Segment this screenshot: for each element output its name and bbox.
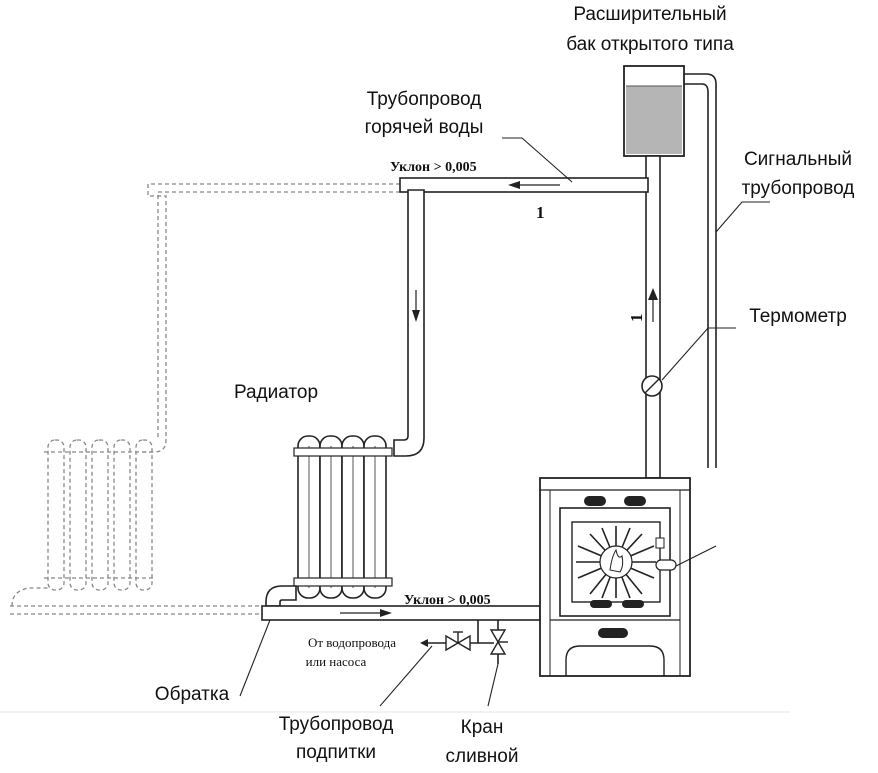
signal-pipe	[684, 73, 717, 468]
boiler	[539, 477, 691, 677]
makeup-pipe-label-1: Трубопровод	[279, 714, 394, 735]
phantom-radiator	[44, 439, 156, 591]
radiator-label: Радиатор	[234, 382, 318, 403]
signal-pipe-label-1: Сигнальный	[744, 149, 852, 170]
hot-pipe-label-1: Трубопровод	[367, 89, 482, 110]
expansion-tank-label-2: бак открытого типа	[566, 34, 734, 55]
radiator-supply-pipe	[393, 189, 425, 457]
flame-icon	[599, 545, 633, 579]
slope-top-label: Уклон > 0,005	[390, 160, 477, 175]
drain-valve-label-1: Кран	[461, 717, 504, 738]
drain-valve-icon	[489, 620, 508, 664]
fire-door	[571, 521, 661, 603]
thermometer-icon	[641, 375, 663, 397]
hot-pipe-label-2: горячей воды	[365, 117, 484, 138]
thermometer-label: Термометр	[749, 306, 847, 327]
flow-number-riser: 1	[627, 314, 646, 323]
leader-lines	[239, 137, 770, 707]
flow-number-top: 1	[536, 203, 545, 222]
main-riser	[645, 155, 661, 479]
signal-pipe-label-2: трубопровод	[742, 178, 855, 199]
return-pipe-label: Обратка	[155, 684, 230, 705]
slope-bottom-label: Уклон > 0,005	[404, 593, 491, 608]
water-source-label-2: или насоса	[306, 654, 367, 669]
makeup-valve-icon	[445, 631, 471, 652]
radiator	[293, 435, 393, 599]
expansion-tank	[623, 65, 685, 157]
phantom-radiator-circuit	[10, 183, 400, 615]
expansion-tank-label-1: Расширительный	[573, 4, 726, 25]
makeup-pipe-label-2: подпитки	[296, 742, 376, 763]
drain-valve-label-2: сливной	[446, 746, 519, 767]
water-source-label-1: От водопровода	[308, 635, 396, 650]
hot-water-pipe	[399, 177, 649, 193]
